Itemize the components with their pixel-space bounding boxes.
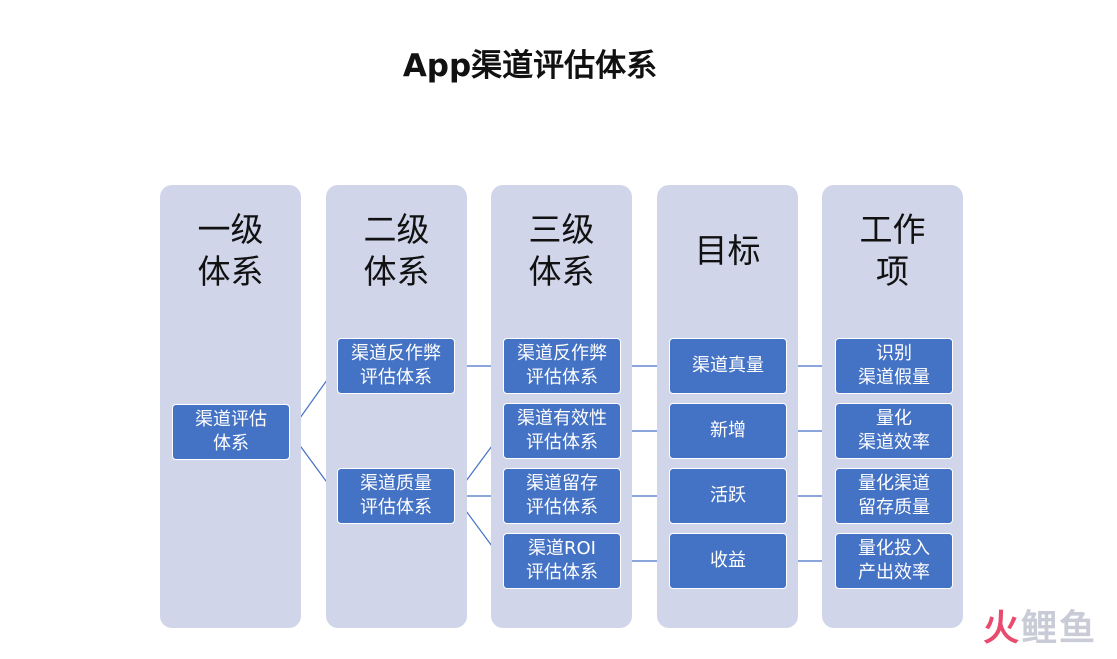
node-task-quantify-efficiency: 量化 渠道效率 [835,403,953,459]
node-task-identify-fake: 识别 渠道假量 [835,338,953,394]
node-goal-real-volume: 渠道真量 [669,338,787,394]
column-header-tasks: 工作 项 [859,210,926,291]
column-header-level3: 三级 体系 [528,210,595,291]
node-level3-effectiveness: 渠道有效性 评估体系 [503,403,621,459]
page-title: App渠道评估体系 [402,48,658,84]
watermark-part1: 火 [982,608,1021,649]
column-header-goals: 目标 [694,231,761,270]
watermark-part2: 鲤鱼 [1020,608,1097,649]
node-level2-anti-fraud: 渠道反作弊 评估体系 [337,338,455,394]
watermark-logo: 火鲤鱼 [983,599,1097,651]
node-level1-channel-eval: 渠道评估 体系 [172,404,290,460]
node-level3-retention: 渠道留存 评估体系 [503,468,621,524]
node-level2-quality: 渠道质量 评估体系 [337,468,455,524]
node-level3-anti-fraud: 渠道反作弊 评估体系 [503,338,621,394]
column-header-level2: 二级 体系 [363,210,430,291]
node-task-quantify-retention: 量化渠道 留存质量 [835,468,953,524]
node-task-quantify-roi: 量化投入 产出效率 [835,533,953,589]
node-goal-active: 活跃 [669,468,787,524]
node-goal-revenue: 收益 [669,533,787,589]
column-header-level1: 一级 体系 [197,210,264,291]
column-level2: 二级 体系 [326,185,467,628]
node-level3-roi: 渠道ROI 评估体系 [503,533,621,589]
node-goal-new-users: 新增 [669,403,787,459]
